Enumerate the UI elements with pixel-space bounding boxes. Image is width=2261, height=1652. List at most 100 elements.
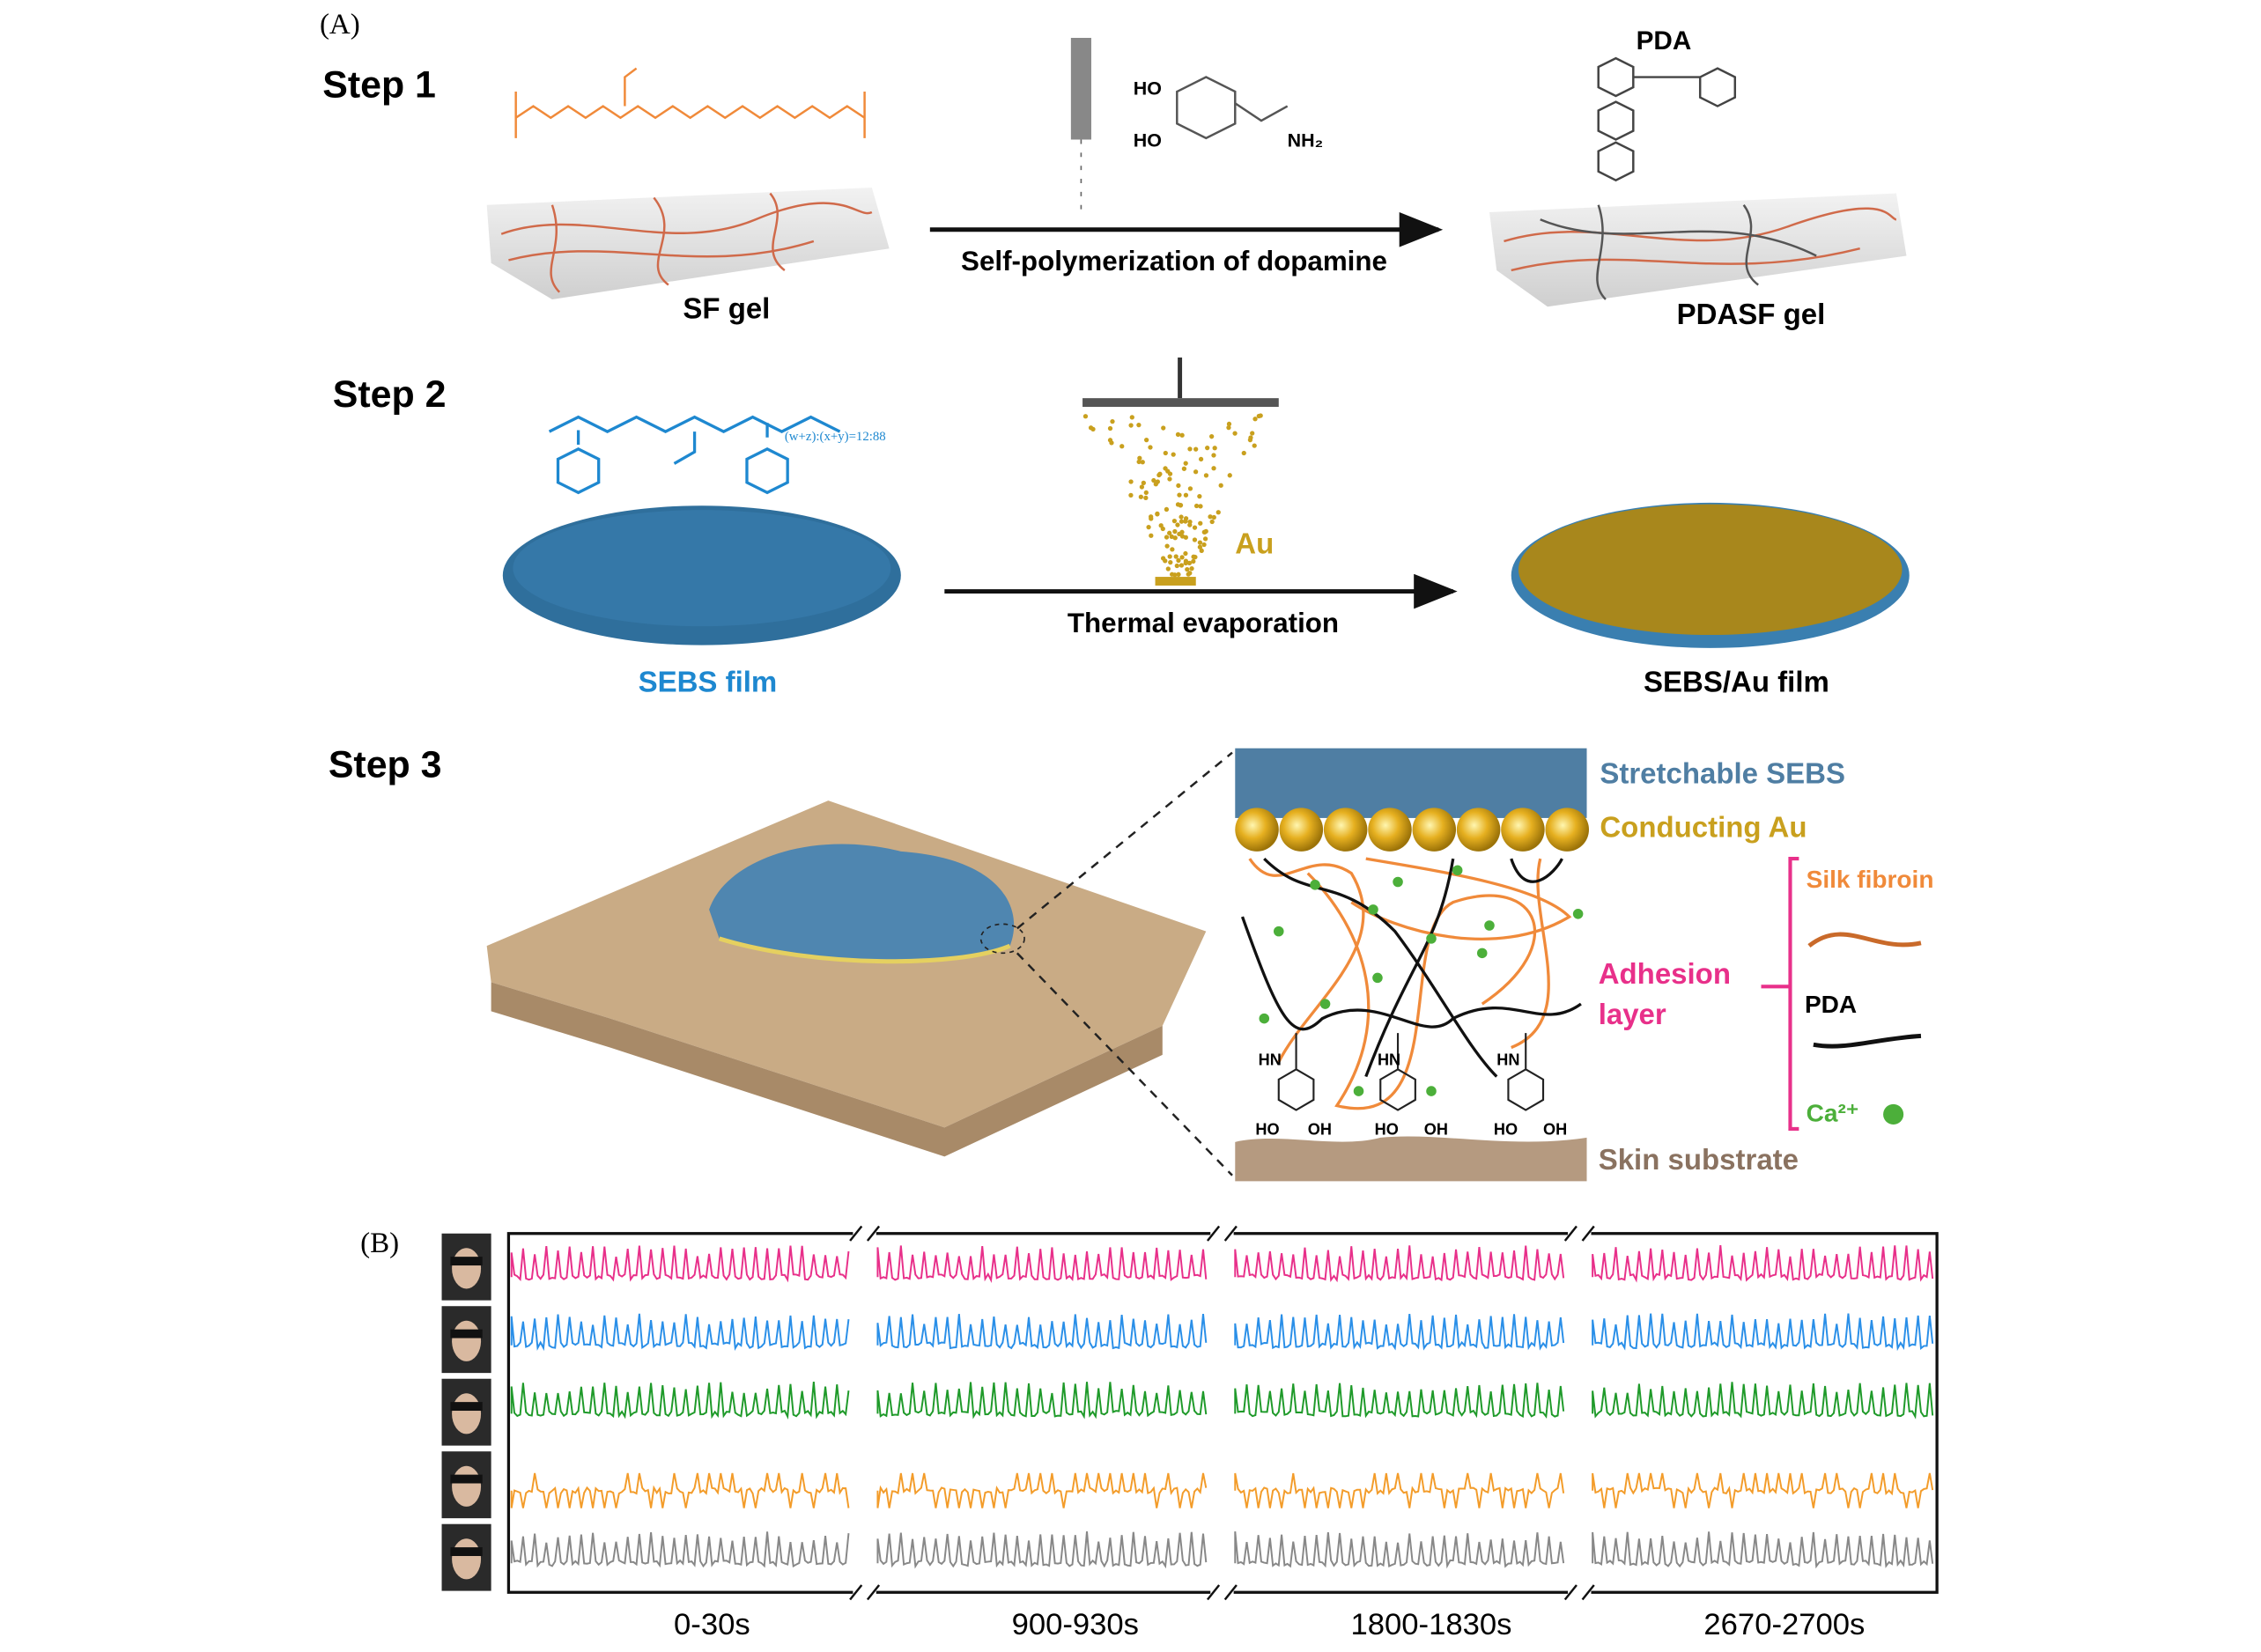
au-particle bbox=[1119, 444, 1125, 449]
au-particle bbox=[1169, 534, 1174, 539]
ca-ion bbox=[1319, 999, 1331, 1009]
au-particle bbox=[1172, 535, 1178, 541]
legend-ca-swatch bbox=[1883, 1103, 1904, 1125]
au-ball bbox=[1235, 808, 1279, 852]
face-icon bbox=[452, 1248, 482, 1289]
au-particle bbox=[1175, 502, 1181, 507]
face-icon bbox=[452, 1465, 482, 1507]
au-particle bbox=[1143, 495, 1149, 501]
au-particle bbox=[1232, 431, 1238, 436]
au-particle bbox=[1250, 431, 1255, 436]
au-particle bbox=[1146, 524, 1151, 530]
au-particle bbox=[1173, 554, 1179, 559]
au-particle bbox=[1176, 483, 1181, 489]
signal-trace bbox=[1234, 1531, 1565, 1569]
au-particle bbox=[1202, 536, 1208, 542]
sf-gel-fibers bbox=[500, 192, 873, 293]
au-particle bbox=[1187, 571, 1193, 576]
au-particle bbox=[1197, 544, 1203, 549]
segment-label: 1800-1830s bbox=[1351, 1608, 1512, 1641]
svg-text:HO: HO bbox=[1255, 1121, 1279, 1139]
au-particle bbox=[1163, 450, 1168, 456]
segment-label: 900-930s bbox=[1012, 1608, 1139, 1641]
sf-gel-label: SF gel bbox=[683, 291, 770, 324]
au-particle bbox=[1193, 503, 1200, 509]
evaporator-plate bbox=[1082, 398, 1279, 408]
au-particle bbox=[1208, 514, 1213, 520]
svg-text:HN: HN bbox=[1496, 1051, 1519, 1068]
zoom-circle bbox=[979, 923, 1025, 955]
device-patch bbox=[709, 844, 1015, 962]
au-particle bbox=[1109, 440, 1114, 446]
au-particle bbox=[1141, 480, 1146, 486]
sf-gel-block bbox=[486, 187, 890, 299]
signal-trace bbox=[1592, 1472, 1934, 1508]
svg-text:OH: OH bbox=[1424, 1121, 1448, 1139]
signal-trace bbox=[876, 1472, 1208, 1508]
au-particle bbox=[1187, 446, 1193, 452]
au-particle bbox=[1171, 452, 1176, 457]
segment-label: 0-30s bbox=[674, 1608, 750, 1641]
svg-text:HO: HO bbox=[1494, 1121, 1518, 1139]
au-particle bbox=[1110, 419, 1115, 424]
zoom-lines bbox=[1016, 751, 1233, 1176]
au-particle bbox=[1179, 519, 1185, 524]
au-particle bbox=[1148, 445, 1153, 450]
sebs-layer-label: Stretchable SEBS bbox=[1600, 756, 1845, 789]
ca-ion bbox=[1259, 1013, 1270, 1024]
sebs-au-film bbox=[1518, 504, 1903, 636]
au-particle bbox=[1165, 566, 1171, 572]
signal-trace bbox=[510, 1472, 850, 1508]
pipette-icon bbox=[1070, 38, 1091, 140]
ca-ion bbox=[1484, 920, 1495, 931]
au-particle bbox=[1179, 555, 1185, 560]
au-particle bbox=[1137, 455, 1142, 461]
au-particle bbox=[1128, 423, 1134, 428]
au-particle bbox=[1151, 477, 1156, 483]
au-particle bbox=[1149, 533, 1154, 538]
au-particle bbox=[1179, 432, 1185, 438]
step2-arrow-label: Thermal evaporation bbox=[1068, 608, 1339, 638]
axis-break-mark bbox=[849, 1584, 881, 1601]
au-particle bbox=[1192, 537, 1198, 542]
au-nanoparticles bbox=[1235, 808, 1589, 852]
au-particle bbox=[1176, 572, 1181, 577]
skin-block bbox=[486, 800, 1207, 1128]
au-particle bbox=[1157, 471, 1163, 476]
legend-brace bbox=[1761, 857, 1799, 1132]
au-particle bbox=[1136, 422, 1142, 428]
au-particle bbox=[1241, 450, 1246, 456]
au-particle bbox=[1158, 523, 1164, 528]
au-particle bbox=[1160, 556, 1166, 561]
pda-structure bbox=[1597, 56, 1737, 182]
ca-ion bbox=[1368, 904, 1378, 915]
au-particle bbox=[1187, 520, 1193, 525]
au-particle bbox=[1193, 469, 1199, 475]
au-particle bbox=[1181, 466, 1187, 471]
signal-trace bbox=[1234, 1245, 1565, 1283]
au-particle bbox=[1177, 531, 1182, 537]
au-ball bbox=[1501, 808, 1545, 852]
pda-title: PDA bbox=[1637, 26, 1692, 55]
svg-text:HN: HN bbox=[1378, 1051, 1400, 1068]
signal-trace bbox=[876, 1531, 1208, 1569]
au-particle bbox=[1183, 519, 1188, 524]
au-particle bbox=[1174, 563, 1179, 569]
au-particle bbox=[1203, 473, 1209, 478]
au-particle bbox=[1164, 506, 1170, 513]
signal-trace bbox=[876, 1245, 1208, 1283]
au-particle bbox=[1139, 484, 1145, 490]
ca-ion bbox=[1452, 865, 1463, 876]
svg-text:NH₂: NH₂ bbox=[1288, 130, 1324, 151]
au-particle bbox=[1167, 554, 1172, 559]
au-particle bbox=[1179, 563, 1185, 568]
adhesion-network bbox=[1240, 857, 1582, 1110]
au-particle bbox=[1211, 453, 1216, 458]
signal-trace bbox=[510, 1381, 850, 1420]
ca-ions bbox=[1259, 865, 1584, 1096]
signal-trace bbox=[876, 1314, 1208, 1350]
au-particle bbox=[1172, 528, 1178, 535]
au-particle bbox=[1082, 414, 1089, 419]
au-particle bbox=[1183, 535, 1188, 540]
